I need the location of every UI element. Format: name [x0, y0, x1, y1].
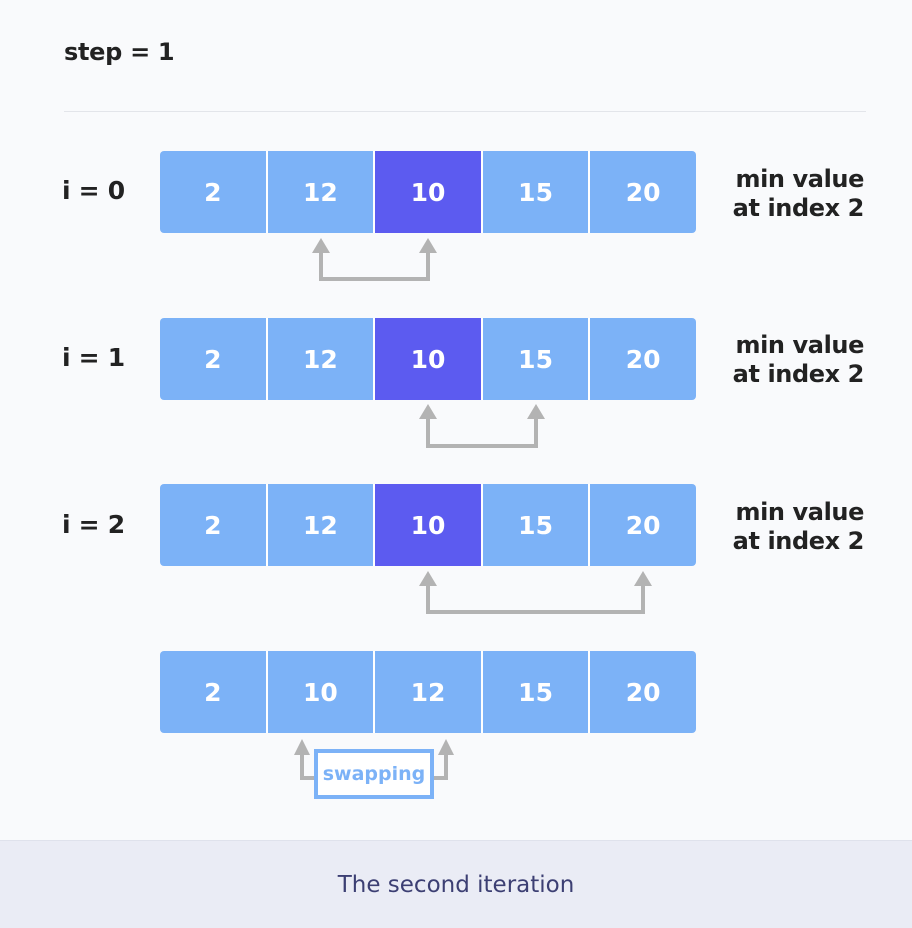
arrow-head: [634, 571, 652, 586]
array-cell: 12: [267, 318, 376, 400]
min-note-line1: min value: [735, 331, 864, 359]
row-label-i1: i = 1: [62, 343, 125, 372]
array-row-i0: 2 12 10 15 20: [160, 151, 696, 233]
array-cell: 15: [482, 651, 591, 733]
array-cell: 15: [482, 151, 591, 233]
diagram: step = 1 i = 0 2 12 10 15 20 min value a…: [62, 38, 866, 799]
array-cell: 10: [267, 651, 376, 733]
arrow-head: [438, 739, 454, 755]
swapping-label: swapping: [314, 749, 434, 799]
compare-arrow-i2: [426, 585, 645, 614]
min-note-i1: min value at index 2: [706, 331, 865, 389]
array-cell: 20: [590, 484, 696, 566]
array-cell: 2: [160, 151, 268, 233]
array-cell: 12: [267, 151, 376, 233]
min-note-line2: at index 2: [732, 527, 865, 555]
array-cell: 20: [590, 318, 696, 400]
array-cell: 2: [160, 318, 268, 400]
array-row-i2: 2 12 10 15 20: [160, 484, 696, 566]
min-note-line2: at index 2: [732, 360, 865, 388]
compare-arrow-i0: [319, 252, 430, 281]
caption: The second iteration: [337, 871, 575, 898]
row-label-i2: i = 2: [62, 510, 125, 539]
arrow-head: [312, 238, 330, 253]
min-note-line1: min value: [735, 498, 864, 526]
array-cell: 15: [482, 318, 591, 400]
caption-bar: The second iteration: [0, 840, 912, 928]
row-label-i0: i = 0: [62, 176, 125, 205]
step-title: step = 1: [64, 38, 175, 66]
array-cell: 12: [267, 484, 376, 566]
array-cell: 20: [590, 151, 696, 233]
divider: [64, 111, 866, 112]
array-cell: 15: [482, 484, 591, 566]
array-cell: 2: [160, 651, 268, 733]
min-note-i0: min value at index 2: [706, 165, 865, 223]
compare-arrow-i1: [426, 418, 538, 448]
arrow-head: [419, 238, 437, 253]
array-result: 2 10 12 15 20: [160, 651, 696, 733]
array-cell: 2: [160, 484, 268, 566]
arrow-head: [419, 404, 437, 419]
min-note-line1: min value: [735, 165, 864, 193]
arrow-head: [419, 571, 437, 586]
array-cell-min: 10: [375, 151, 483, 233]
min-note-line2: at index 2: [732, 194, 865, 222]
array-cell-min: 10: [375, 484, 483, 566]
arrow-head: [527, 404, 545, 419]
swap-arrow-right: [432, 754, 448, 780]
array-cell: 20: [590, 651, 696, 733]
arrow-head: [294, 739, 310, 755]
min-note-i2: min value at index 2: [706, 498, 865, 556]
array-cell-min: 10: [375, 318, 483, 400]
array-row-i1: 2 12 10 15 20: [160, 318, 696, 400]
array-cell: 12: [375, 651, 483, 733]
